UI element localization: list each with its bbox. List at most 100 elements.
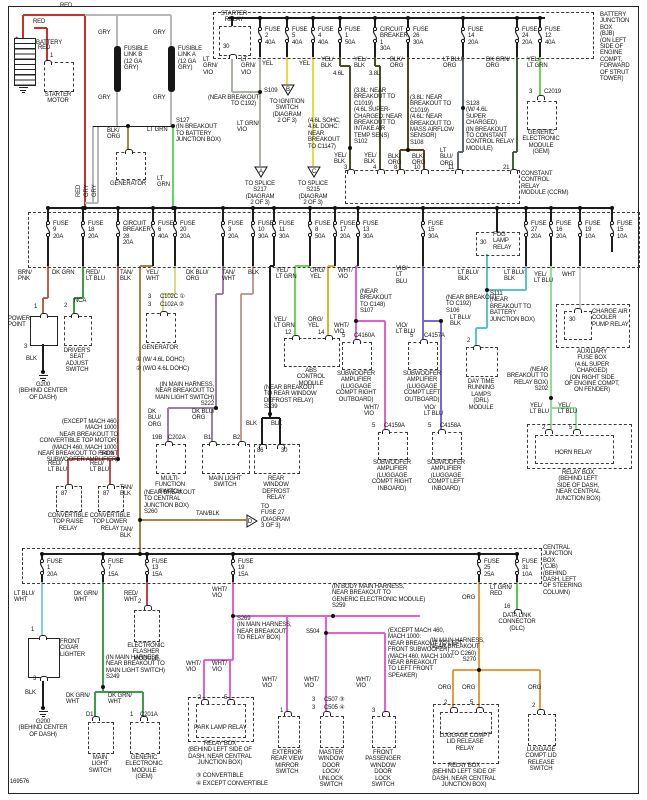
diagram-label: RELAY BOX (BEHIND LEFT SIDE OF DASH, NEA… [188, 741, 252, 767]
junction-dot [101, 552, 105, 556]
diagram-label: 1 [130, 712, 134, 718]
wire-segment [84, 15, 86, 208]
connector-pin [382, 711, 390, 716]
diagram-label: (NEAR BREAKOUT TO CENTRAL JUNCTION BOX) … [144, 490, 196, 516]
junction-dot [138, 552, 142, 556]
junction-dot [221, 206, 225, 210]
battery-junction-box [213, 12, 594, 59]
diagram-label: 2 [467, 338, 471, 344]
wire-segment [476, 327, 487, 329]
generator-lower [146, 313, 176, 343]
diagram-label: 87 [103, 491, 110, 497]
connector-pin [514, 609, 522, 614]
park-lamp-relay [196, 704, 246, 738]
diagram-label: C202A [168, 435, 186, 441]
wire-segment [102, 554, 104, 559]
wire-segment [407, 43, 409, 57]
diagram-label: B1 [204, 435, 212, 441]
wire-segment [525, 266, 527, 290]
connector-pin [573, 429, 581, 434]
diagram-label: WHT/ VIO [262, 677, 277, 690]
diagram-label: ③ CONVERTIBLE [196, 773, 244, 779]
fuse-symbol [115, 220, 121, 238]
wire-segment [215, 294, 217, 408]
multi-function-switch [156, 444, 186, 474]
diagram-label: LT BLU/ BLK [458, 270, 479, 283]
diagram-label: YEL/ LT BLU [558, 403, 577, 416]
wire-segment [82, 266, 84, 298]
diagram-label: FUSIBLE LINK B (12 GA GRY) [124, 46, 148, 72]
diagram-label: 16 [504, 604, 511, 610]
diagram-label: ORG [462, 685, 476, 691]
wire-segment [294, 266, 296, 335]
diagram-label: LT BLU/ ORG [443, 57, 464, 70]
relay-box-luggage [433, 704, 499, 764]
wire-segment [222, 266, 224, 294]
diagram-label: SUBWOOFER AMPLIFIER (LUGGAGE COMPT RIGHT… [371, 460, 413, 492]
wire-segment [92, 126, 94, 203]
wire-segment [73, 298, 75, 313]
fuse-label: FUSE 4 40A [318, 27, 334, 46]
wire-segment [41, 575, 43, 582]
diagram-label: AUXILIARY FUSE BOX (4.6L SUPER CHARGED) … [564, 349, 620, 394]
wire-segment [516, 18, 518, 27]
diagram-label: (NEAR BREAKOUT TO C192) S106 [446, 295, 498, 314]
fuse-label: FUSE 2 40A [265, 27, 281, 46]
junction-dot [549, 206, 553, 210]
diagram-label: C102C ① [160, 294, 185, 300]
diagram-label: S409 [100, 451, 114, 457]
diagram-label: 5 [428, 423, 432, 429]
diagram-label: 2 [444, 700, 448, 706]
diagram-label: LT GRN [157, 176, 170, 189]
fuse-label: FUSE 25 25A [484, 559, 500, 578]
wire-segment [374, 57, 376, 66]
fuse-label: FUSE 13 30A [363, 221, 379, 240]
power-point [30, 316, 58, 346]
junction-dot [258, 90, 262, 94]
diagram-label: DAY TIME RUNNING LAMPS (DRL) MODULE [467, 379, 495, 411]
diagram-label: CENTRAL JUNCTION BOX (CJB) (BEHIND DASH,… [543, 545, 583, 596]
wire-segment [478, 575, 480, 582]
fuse-symbol [537, 26, 543, 44]
fuse-symbol [332, 220, 338, 238]
diagram-label: GRY [153, 30, 166, 36]
junction-dot [145, 552, 149, 556]
diagram-label: TO SPLICE S217 (DIAGRAM 2 OF 3) [245, 181, 275, 207]
diagram-label: ① (W/ 4.6L DOHC) [136, 357, 185, 363]
fuse-symbol [39, 558, 45, 576]
diagram-label: RELAY BOX (BEHIND LEFT SIDE OF DASH, NEA… [432, 763, 496, 789]
fuse-label: FUSE 19 15A [238, 559, 254, 578]
fuse-label: FUSE 10 30A [258, 221, 274, 240]
diagram-label: FRONT CIGAR LIGHTER [60, 639, 85, 658]
diagram-label: 2 [138, 599, 142, 605]
wire-segment [327, 266, 329, 335]
junction-dot [40, 552, 44, 556]
wire-segment [174, 266, 176, 294]
connector-pin [382, 429, 390, 434]
diagram-label: DRIVER'S SEAT ADJUST SWITCH [63, 348, 91, 374]
junction-dot [538, 16, 542, 20]
wire-segment [525, 237, 527, 266]
fuse-symbol [372, 26, 378, 44]
wire-segment [339, 43, 341, 57]
wire-segment [384, 633, 386, 711]
diagram-label: GRY [153, 95, 166, 101]
diagram-label: POWER POINT [8, 316, 30, 329]
diagram-label: LT BLU/ WHT [14, 591, 35, 604]
diagram-label: GRY [92, 184, 98, 197]
gem-module-lower [130, 722, 160, 754]
diagram-label: (4.6L SOHC, 4.6L DOHC: NEAR BREAKOUT TO … [308, 118, 341, 150]
diagram-label: LT BLU/ BLK [450, 315, 471, 328]
wire-segment [152, 208, 154, 221]
wire-segment [407, 18, 409, 27]
wire-segment [312, 43, 314, 57]
diagram-label: CONSTANT CONTROL RELAY MODULE (CCRM) [521, 171, 569, 197]
wire-segment [516, 582, 518, 609]
connector-pin [140, 716, 148, 721]
wire-segment [109, 459, 111, 484]
diagram-label: DK GRN/ WHT [74, 591, 98, 604]
fuse-symbol [80, 220, 86, 238]
diagram-label: FOG LAMP RELAY [493, 232, 512, 251]
junction-dot [83, 206, 87, 210]
wire-segment [222, 237, 224, 266]
